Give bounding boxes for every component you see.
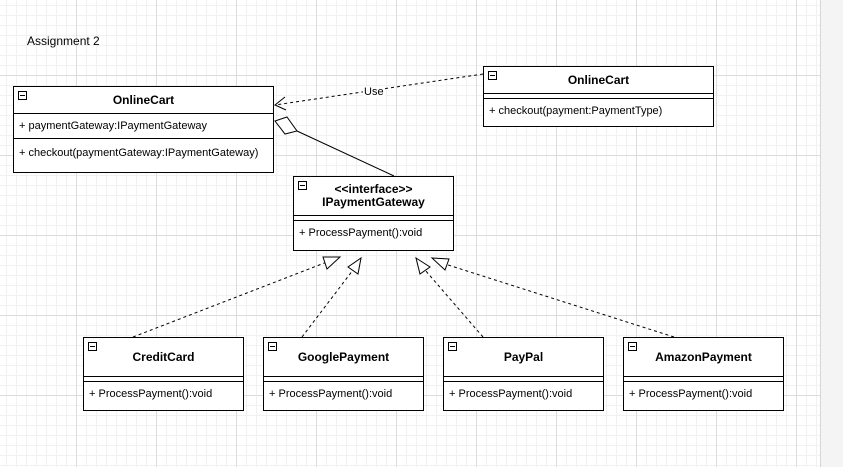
- diagram-canvas[interactable]: Assignment 2 Use OnlineCart + paymentGat…: [0, 0, 820, 467]
- class-method[interactable]: + ProcessPayment():void: [89, 388, 213, 400]
- amazonpayment-realization-edge[interactable]: [444, 263, 675, 338]
- creditcard-realization-edge[interactable]: [132, 261, 328, 338]
- interface-ipaymentgateway[interactable]: <<interface>> IPaymentGateway + ProcessP…: [293, 176, 454, 251]
- class-method[interactable]: + ProcessPayment():void: [449, 388, 573, 400]
- class-name: IPaymentGateway: [322, 195, 425, 209]
- class-name: PayPal: [503, 349, 544, 364]
- class-amazonpayment[interactable]: AmazonPayment + ProcessPayment():void: [623, 337, 784, 411]
- editor-right-gutter: [820, 0, 843, 467]
- collapse-icon[interactable]: [628, 342, 637, 351]
- empty-attributes-compartment: [484, 94, 713, 99]
- class-attribute[interactable]: + paymentGateway:IPaymentGateway: [19, 120, 208, 132]
- collapse-icon[interactable]: [18, 91, 27, 100]
- class-method[interactable]: + checkout(payment:PaymentType): [489, 105, 663, 117]
- class-creditcard[interactable]: CreditCard + ProcessPayment():void: [83, 337, 244, 411]
- collapse-icon[interactable]: [488, 71, 497, 80]
- class-method[interactable]: + ProcessPayment():void: [299, 227, 423, 239]
- class-header[interactable]: PayPal: [444, 338, 603, 377]
- class-name: AmazonPayment: [655, 349, 752, 364]
- class-header[interactable]: GooglePayment: [264, 338, 423, 377]
- class-method[interactable]: + checkout(paymentGateway:IPaymentGatewa…: [19, 147, 259, 159]
- class-header[interactable]: <<interface>> IPaymentGateway: [294, 177, 453, 216]
- aggregation-diamond: [274, 116, 298, 135]
- class-header[interactable]: OnlineCart: [484, 67, 713, 94]
- connectors-layer: [132, 73, 675, 338]
- collapse-icon[interactable]: [448, 342, 457, 351]
- class-name: OnlineCart: [567, 72, 630, 87]
- empty-attributes-compartment: [84, 377, 243, 382]
- class-name: CreditCard: [132, 349, 195, 364]
- class-header[interactable]: OnlineCart: [14, 87, 273, 114]
- empty-attributes-compartment: [444, 377, 603, 382]
- empty-attributes-compartment: [624, 377, 783, 382]
- use-dependency-arrowhead: [274, 96, 287, 111]
- class-method[interactable]: + ProcessPayment():void: [269, 388, 393, 400]
- class-googlepayment[interactable]: GooglePayment + ProcessPayment():void: [263, 337, 424, 411]
- use-edge-label[interactable]: Use: [363, 86, 385, 98]
- amazonpayment-realization-arrowhead: [430, 257, 450, 271]
- class-header[interactable]: CreditCard: [84, 338, 243, 377]
- class-onlinecart-right[interactable]: OnlineCart + checkout(payment:PaymentTyp…: [483, 66, 714, 127]
- collapse-icon[interactable]: [88, 342, 97, 351]
- collapse-icon[interactable]: [298, 181, 307, 190]
- aggregation-edge[interactable]: [296, 130, 395, 177]
- paypal-realization-arrowhead: [415, 256, 431, 275]
- empty-attributes-compartment: [294, 216, 453, 221]
- class-name: GooglePayment: [297, 349, 390, 364]
- googlepayment-realization-arrowhead: [347, 256, 362, 275]
- collapse-icon[interactable]: [268, 342, 277, 351]
- class-name: OnlineCart: [112, 92, 175, 107]
- empty-attributes-compartment: [264, 377, 423, 382]
- page-title: Assignment 2: [27, 34, 100, 48]
- class-paypal[interactable]: PayPal + ProcessPayment():void: [443, 337, 604, 411]
- use-dependency-edge[interactable]: [274, 73, 484, 106]
- compartment-divider: [14, 138, 273, 139]
- creditcard-realization-arrowhead: [322, 256, 342, 270]
- paypal-realization-edge[interactable]: [424, 269, 484, 338]
- googlepayment-realization-edge[interactable]: [301, 269, 354, 338]
- class-onlinecart-left[interactable]: OnlineCart + paymentGateway:IPaymentGate…: [13, 86, 274, 173]
- class-method[interactable]: + ProcessPayment():void: [629, 388, 753, 400]
- class-header[interactable]: AmazonPayment: [624, 338, 783, 377]
- stereotype-label: <<interface>>: [334, 182, 413, 196]
